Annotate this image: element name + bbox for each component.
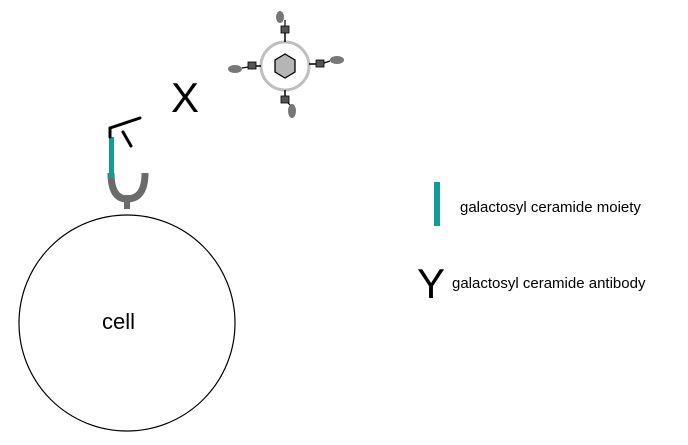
- blocked-x-mark: X: [171, 74, 200, 121]
- antibody-shape: [108, 116, 142, 148]
- cell-receptor: [107, 172, 149, 209]
- cell-body: [18, 214, 236, 432]
- legend-moiety-swatch: [434, 182, 440, 226]
- legend-antibody-symbol: Y: [417, 260, 446, 307]
- cell-label: cell: [102, 309, 136, 334]
- legend-moiety-label: galactosyl ceramide moiety: [460, 199, 641, 216]
- moiety-bar: [109, 137, 114, 178]
- nanoparticle: [228, 11, 344, 118]
- legend-antibody-label: galactosyl ceramide antibody: [452, 275, 646, 292]
